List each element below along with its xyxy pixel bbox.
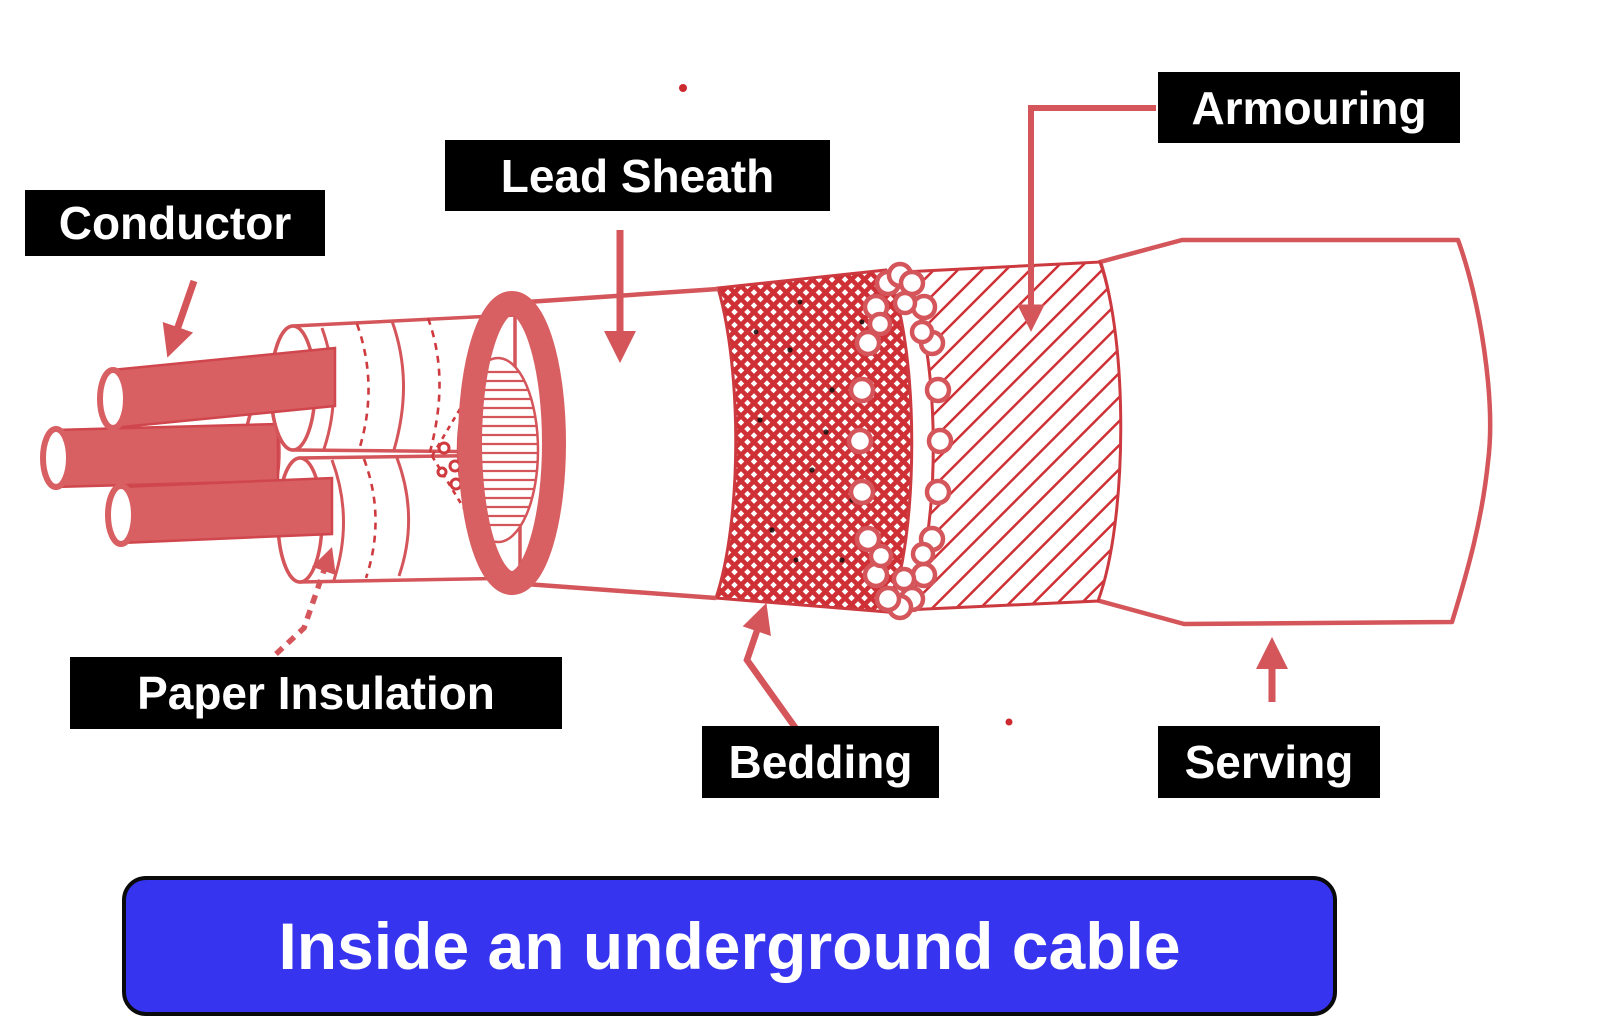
paper-insulation-arrow xyxy=(274,547,336,657)
label-lead-sheath: Lead Sheath xyxy=(445,140,830,211)
bedding-layer xyxy=(713,268,914,614)
armour-wire-beads xyxy=(846,261,954,621)
conductor-top xyxy=(97,346,337,431)
bedding-arrow xyxy=(742,602,805,739)
belt-paper-drum xyxy=(430,291,566,595)
figure-caption: Inside an underground cable xyxy=(122,876,1337,1016)
serving-layer xyxy=(1093,237,1493,627)
label-armouring: Armouring xyxy=(1158,72,1460,143)
conductor-arrow xyxy=(162,279,198,358)
label-serving: Serving xyxy=(1158,726,1380,798)
label-paper-insulation: Paper Insulation xyxy=(70,657,562,729)
armouring-leader-line xyxy=(1017,105,1156,332)
label-bedding: Bedding xyxy=(702,726,939,798)
conductor-middle xyxy=(40,422,280,490)
bedding-speckles xyxy=(753,299,865,563)
label-conductor: Conductor xyxy=(25,190,325,256)
armouring-layer xyxy=(900,260,1123,612)
lead-sheath-layer xyxy=(511,286,719,601)
conductor-bottom xyxy=(105,476,334,547)
conductors-group xyxy=(97,346,337,547)
lead-sheath-rim xyxy=(458,291,566,595)
